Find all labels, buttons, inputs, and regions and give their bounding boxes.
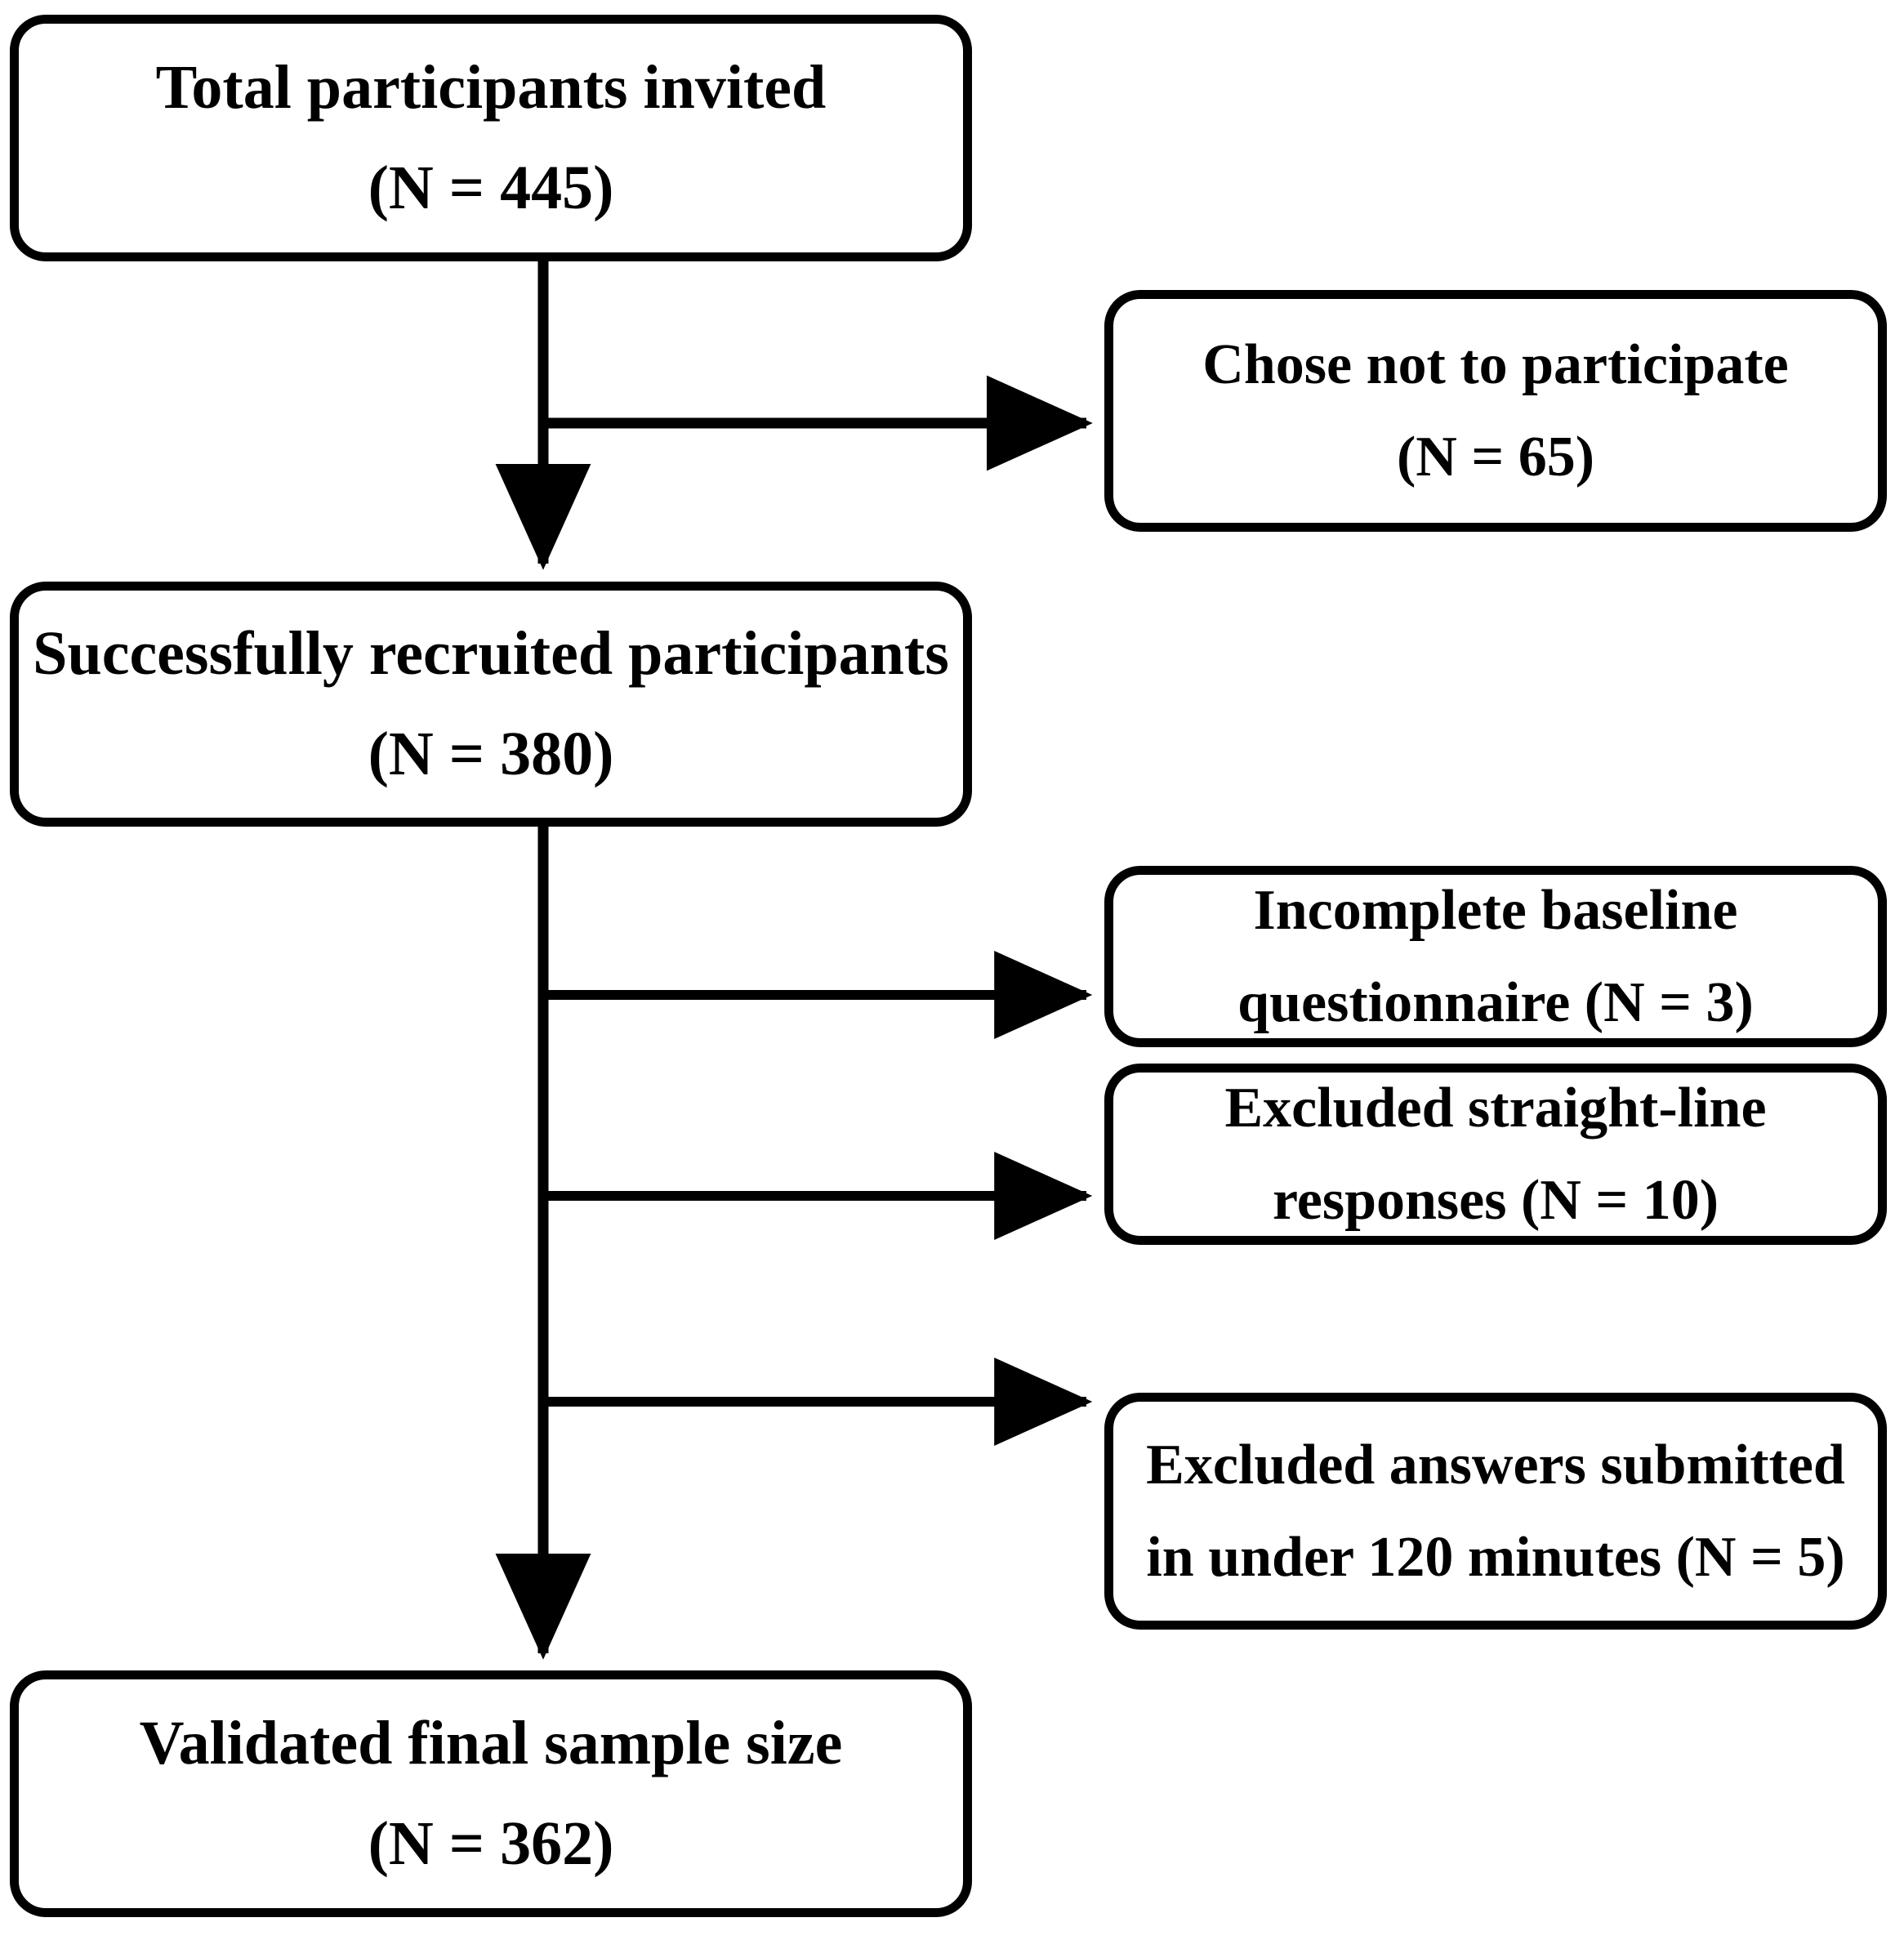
- node-incomplete-baseline-questionnaire: Incomplete baseline questionnaire (N = 3…: [1104, 866, 1887, 1047]
- node-excluded-straight-line-responses: Excluded straight-line responses (N = 10…: [1104, 1064, 1887, 1245]
- node-chose-not-to-participate: Chose not to participate (N = 65): [1104, 290, 1887, 532]
- node-recruited-label: Successfully recruited participants: [33, 618, 949, 688]
- node-total-participants-invited: Total participants invited (N = 445): [10, 15, 972, 261]
- node-incomplete-label-line2: questionnaire (N = 3): [1237, 971, 1754, 1034]
- node-final-count: (N = 362): [368, 1809, 614, 1878]
- node-fast-label-line1: Excluded answers submitted: [1146, 1433, 1845, 1496]
- node-invited-label: Total participants invited: [155, 52, 827, 122]
- node-recruited-count: (N = 380): [368, 720, 614, 788]
- node-declined-label: Chose not to participate: [1202, 332, 1789, 396]
- node-declined-count: (N = 65): [1396, 426, 1595, 488]
- node-straight-label-line2: responses (N = 10): [1272, 1169, 1719, 1232]
- node-excluded-fast-submissions: Excluded answers submitted in under 120 …: [1104, 1393, 1887, 1630]
- node-final-label: Validated final sample size: [139, 1708, 843, 1777]
- node-straight-label-line1: Excluded straight-line: [1224, 1076, 1767, 1139]
- node-validated-final-sample-size: Validated final sample size (N = 362): [10, 1670, 972, 1917]
- node-successfully-recruited-participants: Successfully recruited participants (N =…: [10, 582, 972, 827]
- node-incomplete-label-line1: Incomplete baseline: [1253, 878, 1738, 942]
- node-fast-label-line2: in under 120 minutes (N = 5): [1146, 1526, 1845, 1589]
- node-invited-count: (N = 445): [368, 154, 614, 222]
